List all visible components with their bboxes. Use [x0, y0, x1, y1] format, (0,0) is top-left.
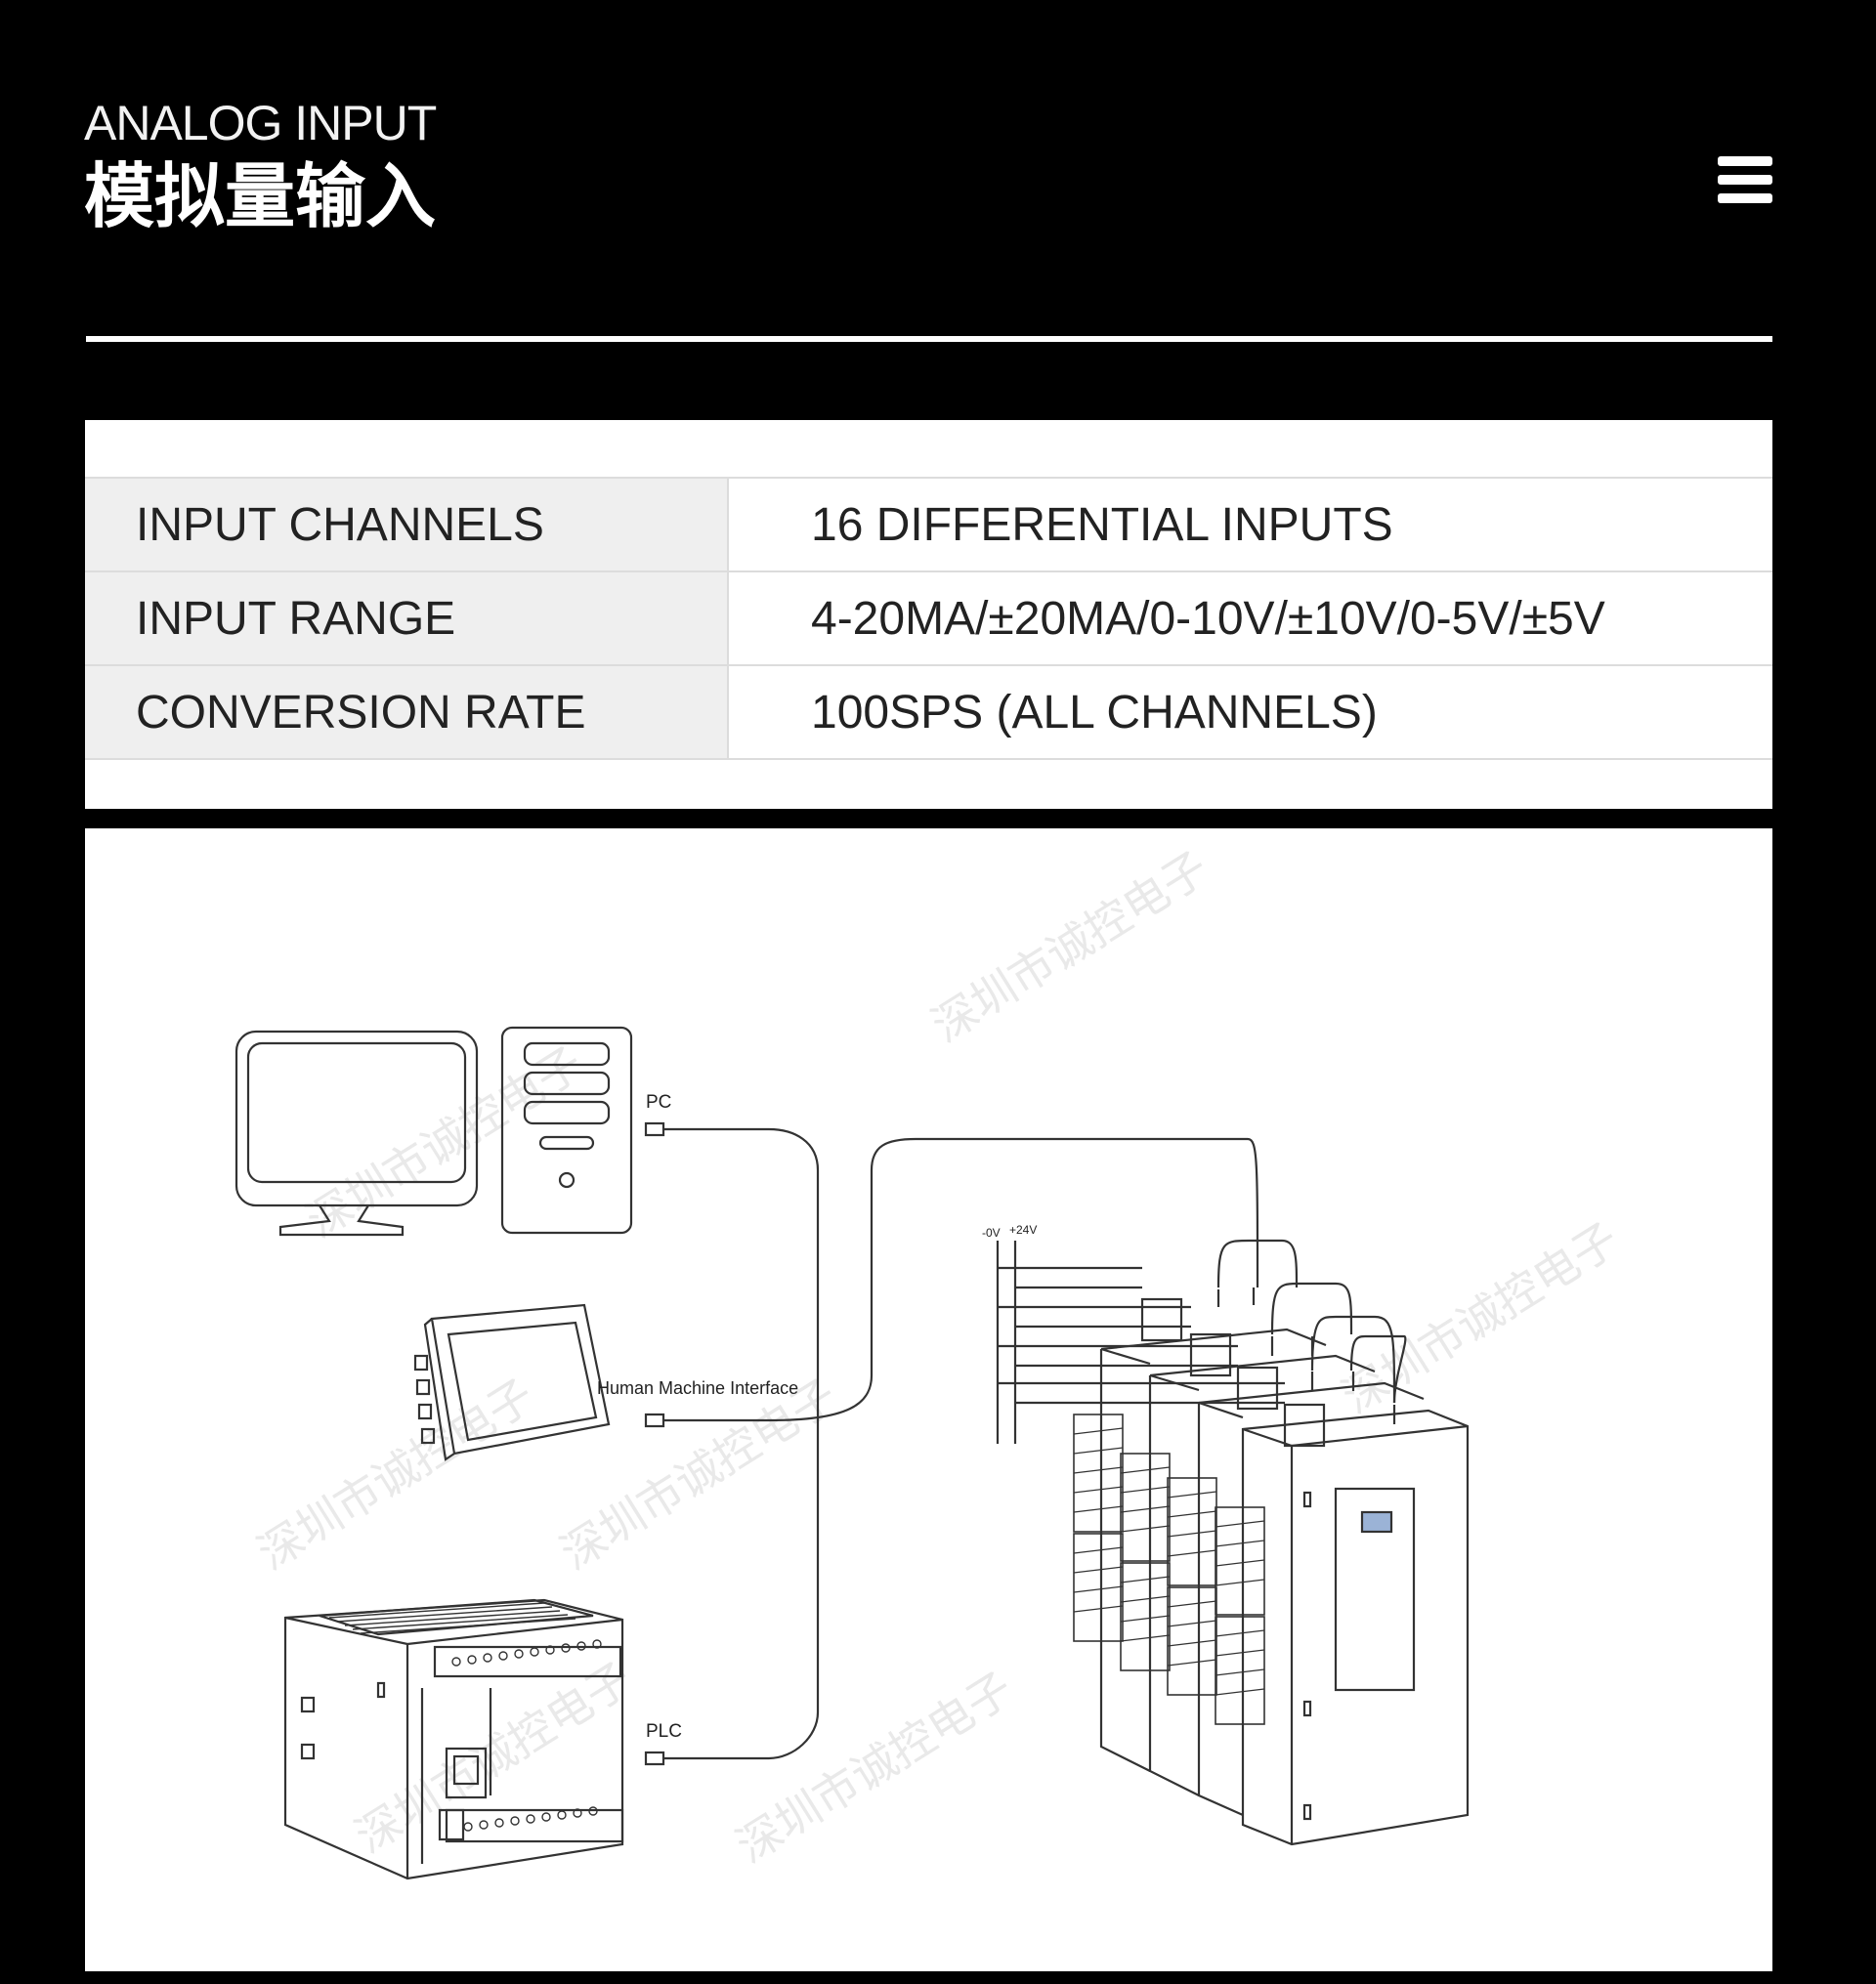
spec-table: INPUT CHANNELS 16 DIFFERENTIAL INPUTS IN… — [85, 477, 1772, 760]
spec-value: 16 DIFFERENTIAL INPUTS — [728, 477, 1772, 572]
spec-value: 100SPS (ALL CHANNELS) — [728, 664, 1772, 760]
spec-value: 4-20MA/±20MA/0-10V/±10V/0-5V/±5V — [728, 570, 1772, 666]
computer-monitor-icon — [234, 1030, 479, 1237]
spec-label: INPUT RANGE — [85, 570, 729, 666]
watermark-group: 深圳市诚控电子 深圳市诚控电子 深圳市诚控电子 深圳市诚控电子 深圳市诚控电子 … — [248, 841, 1628, 1873]
io-module-stack-icon — [1073, 1239, 1470, 1846]
watermark: 深圳市诚控电子 — [922, 841, 1217, 1052]
watermark: 深圳市诚控电子 — [297, 1036, 592, 1247]
power-minus-label: -0V — [982, 1226, 1001, 1240]
hamburger-menu-icon[interactable] — [1718, 156, 1772, 203]
table-row: CONVERSION RATE 100SPS (ALL CHANNELS) — [85, 664, 1772, 760]
power-plus-label: +24V — [1009, 1223, 1037, 1237]
pc-label: PC — [646, 1092, 671, 1113]
pc-tower-icon — [500, 1026, 633, 1235]
plc-label: PLC — [646, 1721, 682, 1742]
spec-label: CONVERSION RATE — [85, 664, 729, 760]
table-row: INPUT CHANNELS 16 DIFFERENTIAL INPUTS — [85, 477, 1772, 572]
hmi-label: Human Machine Interface — [597, 1378, 798, 1398]
power-bus — [996, 1241, 1285, 1444]
spec-panel: INPUT CHANNELS 16 DIFFERENTIAL INPUTS IN… — [85, 420, 1772, 809]
section-subtitle: ANALOG INPUT — [84, 96, 437, 150]
header-divider — [86, 336, 1772, 342]
hmi-panel-icon — [413, 1303, 611, 1461]
watermark: 深圳市诚控电子 — [727, 1662, 1022, 1873]
network-cable — [663, 1127, 1259, 1760]
wiring-diagram: 深圳市诚控电子 深圳市诚控电子 深圳市诚控电子 深圳市诚控电子 深圳市诚控电子 … — [85, 828, 1772, 1971]
wiring-diagram-svg: 深圳市诚控电子 深圳市诚控电子 深圳市诚控电子 深圳市诚控电子 深圳市诚控电子 … — [234, 841, 1628, 1880]
plc-unit-icon — [283, 1598, 624, 1880]
table-row: INPUT RANGE 4-20MA/±20MA/0-10V/±10V/0-5V… — [85, 570, 1772, 666]
watermark: 深圳市诚控电子 — [551, 1369, 846, 1580]
section-title: 模拟量输入 — [84, 155, 437, 237]
spec-label: INPUT CHANNELS — [85, 477, 729, 572]
watermark: 深圳市诚控电子 — [346, 1652, 641, 1863]
ethernet-plug-icon — [644, 1121, 665, 1766]
page-header: ANALOG INPUT 模拟量输入 — [84, 94, 437, 238]
watermark: 深圳市诚控电子 — [248, 1369, 543, 1580]
